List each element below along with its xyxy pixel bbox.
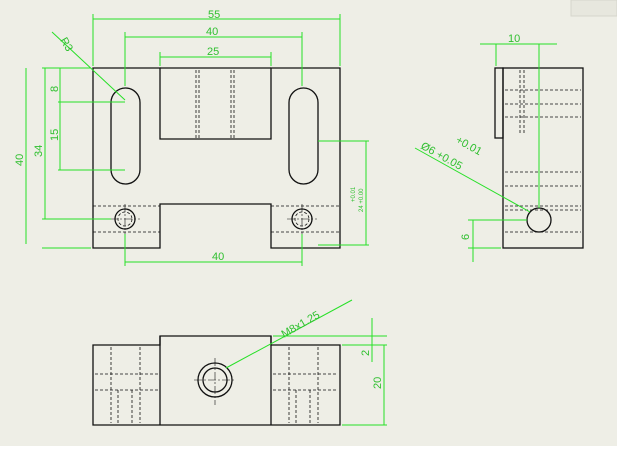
- dim-34: 34: [33, 145, 45, 157]
- tol-24: 24 +0.00: [359, 188, 365, 212]
- dim-2: 2: [360, 350, 372, 356]
- left-slot: [110, 87, 141, 185]
- dim-55: 55: [208, 9, 220, 21]
- front-view: [92, 67, 341, 249]
- dia-tol: +0.01: [454, 134, 484, 158]
- dim-10: 10: [508, 33, 520, 45]
- side-hole: [526, 207, 552, 233]
- dim-40-left: 40: [14, 154, 26, 166]
- dim-6: 6: [460, 234, 472, 240]
- dim-15: 15: [49, 129, 61, 141]
- dim-25: 25: [207, 46, 219, 58]
- dim-20: 20: [372, 377, 384, 389]
- top-view: [92, 335, 341, 426]
- tol-upper: +0.01: [351, 186, 357, 202]
- dim-40-bottom: 40: [212, 251, 224, 263]
- front-dimensions: 55 40 25 R3 8 15 34 40 40 +0.01 24 +0.00: [14, 9, 369, 266]
- dim-40-top: 40: [206, 26, 218, 38]
- side-view: [494, 67, 584, 249]
- top-dimensions: M8x1.25 2 20: [225, 299, 387, 426]
- side-flange: [494, 67, 504, 139]
- corner-tab: [570, 0, 617, 17]
- dim-8: 8: [49, 86, 61, 92]
- side-body: [502, 67, 584, 249]
- right-slot: [288, 87, 319, 185]
